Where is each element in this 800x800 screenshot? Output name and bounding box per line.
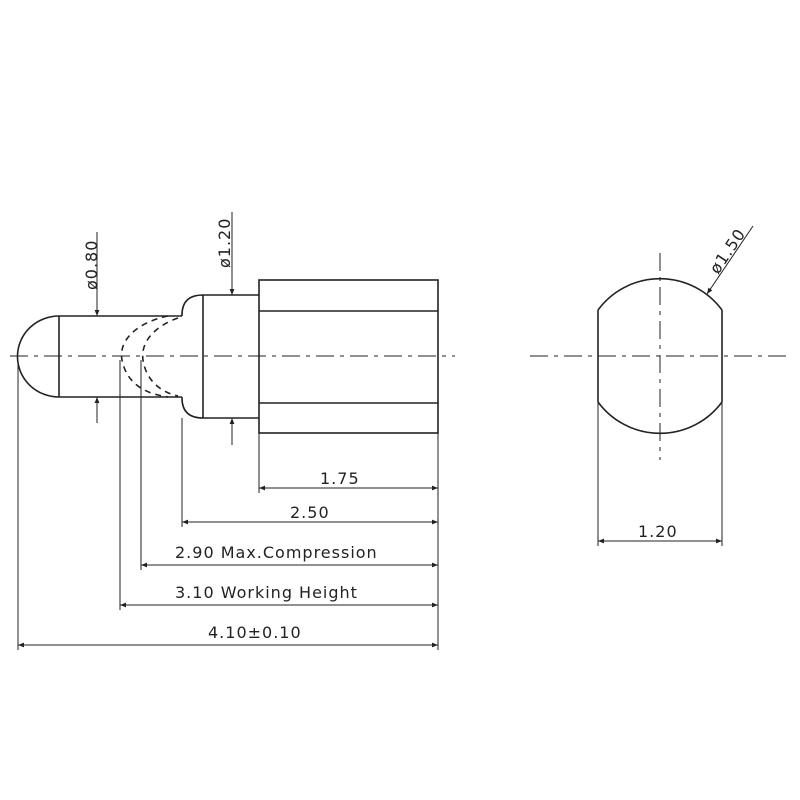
end-view: 1.20 ø1.50 [530,225,790,546]
dim-4-10: 4.10±0.10 [208,623,302,642]
dia-plunger-label: ø0.80 [82,240,101,290]
dim-3-10: 3.10 Working Height [175,583,358,602]
dim-1-75: 1.75 [320,469,360,488]
shoulder [181,294,259,419]
barrel [258,279,439,434]
plunger-tip [16,315,60,398]
dia-shoulder-label: ø1.20 [215,218,234,268]
hidden-arc-1 [120,315,169,398]
dim-width: 1.20 [638,522,678,541]
head-outline [597,277,723,435]
hidden-arc-2 [141,317,179,397]
dim-2-50: 2.50 [290,503,330,522]
side-view: ø0.80 ø1.20 1.75 2.50 2.90 Max.Compressi… [10,212,455,650]
dia-head-label: ø1.50 [706,225,750,277]
dim-2-90: 2.90 Max.Compression [175,543,378,562]
